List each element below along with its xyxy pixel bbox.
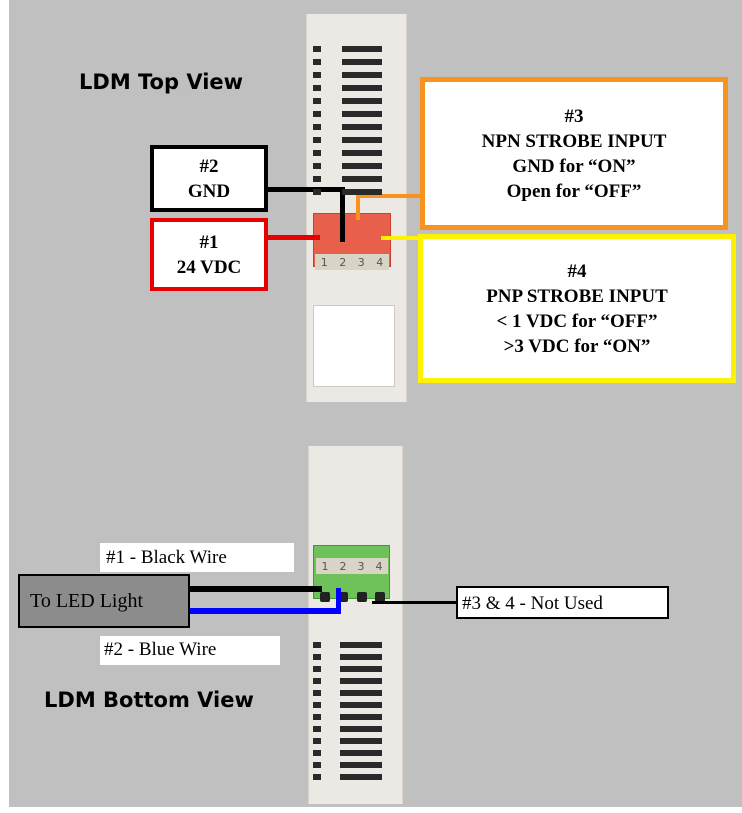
- top-module-vent-left: [313, 189, 321, 195]
- bottom-module-body: [308, 446, 403, 804]
- top-module-vent-left: [313, 46, 321, 52]
- top-module-vent-right: [342, 150, 382, 156]
- bottom-module-vent-right: [340, 702, 382, 708]
- pin-3-line-3: Open for “OFF”: [506, 180, 642, 202]
- bottom-module-vent-right: [340, 678, 382, 684]
- pin-3-wire-drop: [356, 194, 360, 220]
- blue-wire: [190, 608, 338, 614]
- bottom-module-vent-left: [313, 726, 321, 732]
- bottom-terminal-number-3: 3: [357, 559, 365, 573]
- unused-pointer-line: [372, 601, 456, 604]
- pin-4-line-3: >3 VDC for “ON”: [503, 335, 651, 357]
- top-terminal-number-1: 1: [320, 255, 328, 269]
- bottom-module-vent-left: [313, 714, 321, 720]
- bottom-module-vent-left: [313, 774, 321, 780]
- pin-2-desc: GND: [187, 180, 231, 202]
- pin-4-number: #4: [567, 260, 587, 282]
- bottom-slot-2: [338, 592, 348, 602]
- top-module-vent-right: [342, 137, 382, 143]
- top-module-vent-right: [342, 189, 382, 195]
- bottom-module-vent-left: [313, 666, 321, 672]
- bottom-terminal-numbers: 1 2 3 4: [316, 558, 388, 574]
- black-wire-label: #1 - Black Wire: [100, 543, 294, 572]
- bottom-slot-3: [357, 592, 367, 602]
- bottom-terminal-number-4: 4: [375, 559, 383, 573]
- led-light-box: To LED Light: [18, 574, 190, 628]
- top-module-vent-right: [342, 163, 382, 169]
- pin-4-line-2: < 1 VDC for “OFF”: [496, 310, 658, 332]
- top-module-vent-right: [342, 111, 382, 117]
- bottom-module-vent-right: [340, 714, 382, 720]
- unused-pins-label: #3 & 4 - Not Used: [456, 586, 669, 619]
- top-module-vent-right: [342, 124, 382, 130]
- bottom-module-vent-left: [313, 762, 321, 768]
- bottom-module-vent-right: [340, 738, 382, 744]
- pin-1-label-box: #1 24 VDC: [150, 218, 268, 291]
- pin-2-wire: [268, 187, 344, 192]
- bottom-module-vent-left: [313, 690, 321, 696]
- bottom-module-vent-left: [313, 702, 321, 708]
- top-module-vent-left: [313, 98, 321, 104]
- top-module-vent-right: [342, 59, 382, 65]
- pin-3-wire: [356, 194, 422, 198]
- pin-4-line-1: PNP STROBE INPUT: [486, 285, 668, 307]
- bottom-module-vent-left: [313, 642, 321, 648]
- top-module-vent-left: [313, 163, 321, 169]
- pin-1-desc: 24 VDC: [176, 256, 242, 278]
- top-module-vent-left: [313, 59, 321, 65]
- bottom-module-vent-right: [340, 774, 382, 780]
- bottom-module-vent-left: [313, 738, 321, 744]
- top-module-window: [313, 305, 395, 387]
- pin-2-wire-drop: [340, 187, 345, 242]
- blue-wire-label: #2 - Blue Wire: [100, 636, 280, 665]
- bottom-terminal-number-1: 1: [321, 559, 329, 573]
- bottom-slot-1: [320, 592, 330, 602]
- top-module-vent-left: [313, 72, 321, 78]
- bottom-module-vent-right: [340, 762, 382, 768]
- top-terminal-number-4: 4: [376, 255, 384, 269]
- top-module-vent-left: [313, 150, 321, 156]
- pin-3-label-box: #3 NPN STROBE INPUT GND for “ON” Open fo…: [420, 77, 728, 230]
- top-module-vent-right: [342, 85, 382, 91]
- pin-3-line-1: NPN STROBE INPUT: [481, 130, 667, 152]
- pin-1-wire: [268, 235, 320, 240]
- pin-4-label-box: #4 PNP STROBE INPUT < 1 VDC for “OFF” >3…: [418, 234, 736, 383]
- top-module-vent-right: [342, 72, 382, 78]
- bottom-module-vent-right: [340, 654, 382, 660]
- top-view-title: LDM Top View: [79, 70, 244, 94]
- top-module-vent-left: [313, 176, 321, 182]
- bottom-terminal-number-2: 2: [339, 559, 347, 573]
- top-module-vent-right: [342, 98, 382, 104]
- bottom-module-vent-left: [313, 678, 321, 684]
- pin-4-wire: [381, 236, 421, 240]
- top-terminal-number-3: 3: [357, 255, 365, 269]
- top-module-vent-left: [313, 124, 321, 130]
- top-module-vent-right: [342, 176, 382, 182]
- bottom-view-title: LDM Bottom View: [44, 688, 254, 712]
- pin-3-number: #3: [564, 105, 584, 127]
- bottom-module-vent-right: [340, 726, 382, 732]
- bottom-module-vent-right: [340, 666, 382, 672]
- pin-2-label-box: #2 GND: [150, 145, 268, 212]
- top-module-vent-left: [313, 85, 321, 91]
- top-module-vent-right: [342, 46, 382, 52]
- bottom-module-vent-left: [313, 750, 321, 756]
- blue-wire-riser: [336, 588, 341, 614]
- bottom-module-vent-right: [340, 750, 382, 756]
- pin-3-line-2: GND for “ON”: [512, 155, 636, 177]
- top-module-vent-left: [313, 111, 321, 117]
- pin-2-number: #2: [199, 155, 219, 177]
- bottom-module-vent-left: [313, 654, 321, 660]
- black-wire: [190, 586, 322, 592]
- bottom-module-vent-right: [340, 690, 382, 696]
- top-terminal-number-2: 2: [339, 255, 347, 269]
- top-module-vent-left: [313, 137, 321, 143]
- bottom-slot-4: [375, 592, 385, 602]
- pin-1-number: #1: [199, 231, 219, 253]
- top-terminal-numbers: 1 2 3 4: [315, 254, 389, 270]
- bottom-module-vent-right: [340, 642, 382, 648]
